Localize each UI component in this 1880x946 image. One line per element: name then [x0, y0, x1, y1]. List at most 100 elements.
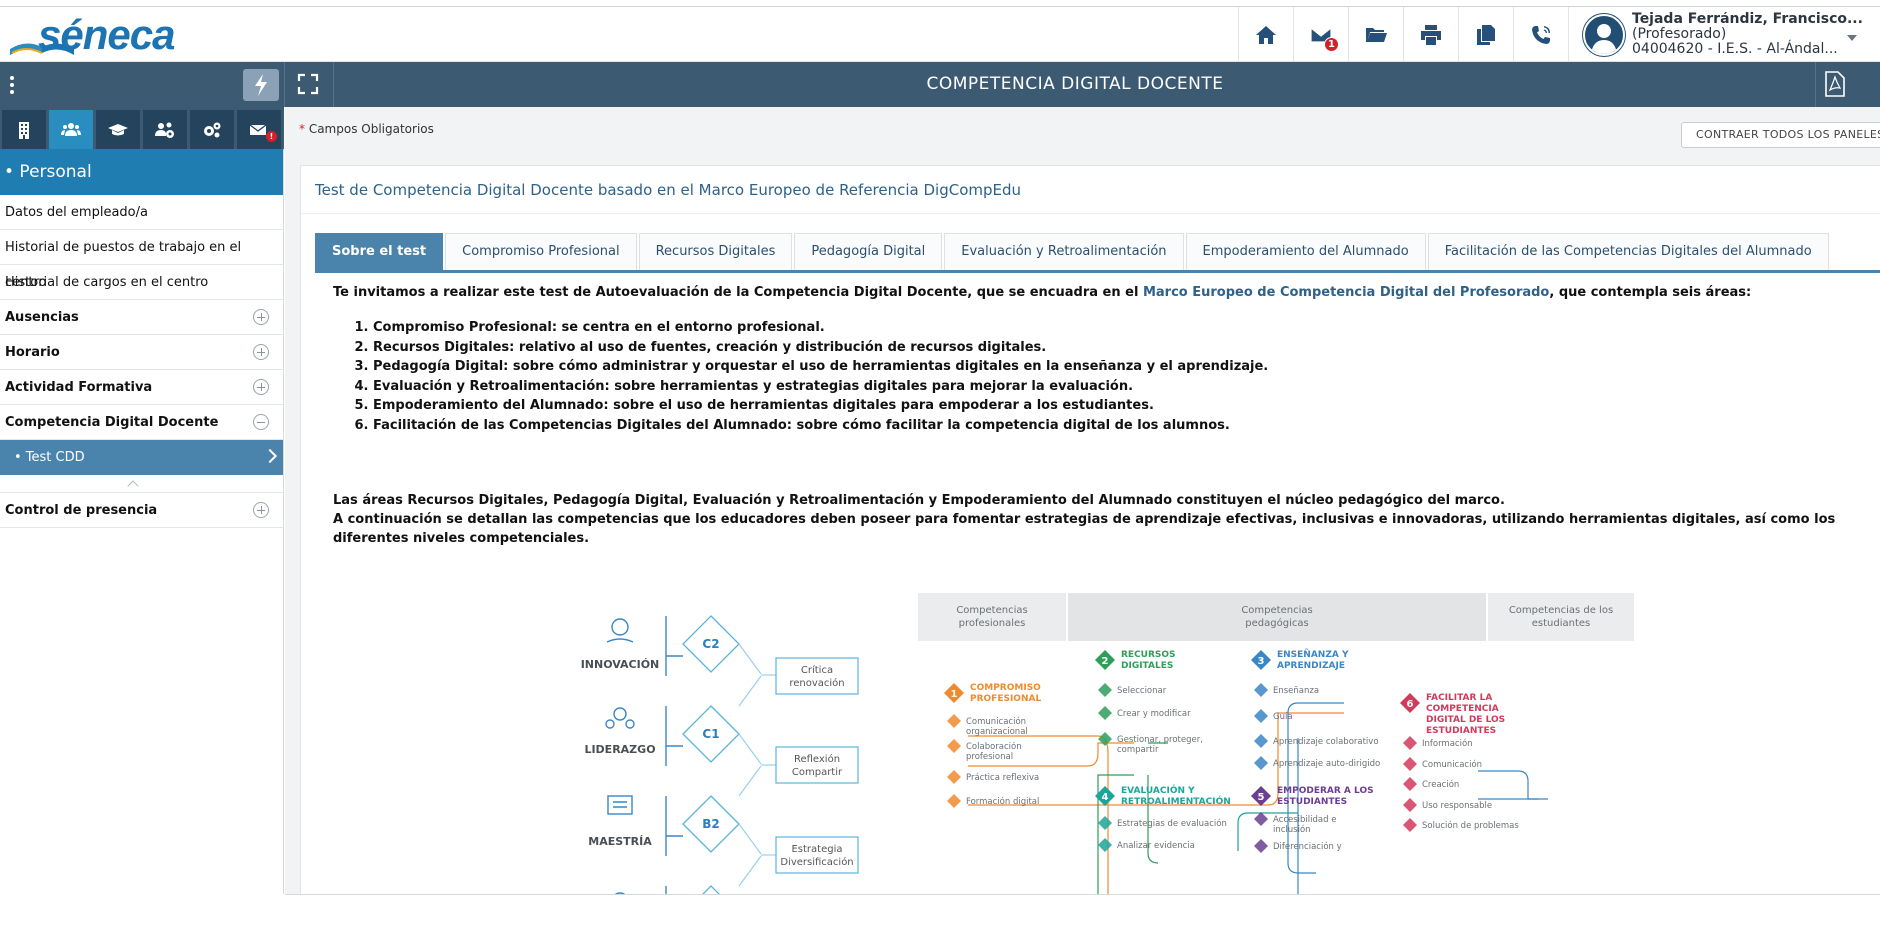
digcompedu-framework-figure: Competencias profesionales Competencias … — [918, 593, 1634, 894]
tab-students[interactable] — [96, 110, 140, 149]
level-label: LIDERAZGO — [584, 743, 655, 756]
user-icon — [1591, 24, 1617, 54]
level-box-text: Crítica — [801, 664, 833, 676]
tab-personal[interactable] — [49, 110, 93, 149]
area-number-diamond — [1400, 693, 1420, 713]
list-item: Facilitación de las Competencias Digital… — [373, 416, 1880, 436]
tab-center[interactable] — [2, 110, 46, 149]
home-button[interactable] — [1238, 7, 1293, 62]
building-icon — [19, 121, 29, 139]
phone-button[interactable] — [1513, 7, 1568, 62]
level-label: INNOVACIÓN — [581, 658, 660, 671]
collapse-minus-icon[interactable] — [253, 414, 269, 430]
core-areas-paragraph: Las áreas Recursos Digitales, Pedagogía … — [333, 493, 1505, 508]
expand-plus-icon[interactable] — [253, 309, 269, 325]
page-title: COMPETENCIA DIGITAL DOCENTE — [926, 74, 1224, 94]
collapse-group-toggle[interactable] — [0, 475, 283, 493]
competence-diamond — [1403, 757, 1417, 771]
required-fields-note: * Campos Obligatorios — [299, 122, 434, 136]
user-role: (Profesorado) — [1632, 26, 1727, 42]
area-number: 5 — [1258, 792, 1265, 803]
tab-pedagogia-digital[interactable]: Pedagogía Digital — [794, 233, 943, 271]
competence-label: Solución de problemas — [1422, 820, 1519, 831]
competence-label: Estrategias de evaluación — [1117, 818, 1227, 829]
tab-messages[interactable]: ! — [237, 110, 281, 149]
area-number-diamond — [1251, 650, 1271, 670]
sidebar-item-historial-puestos[interactable]: Historial de puestos de trabajo en el ce… — [0, 230, 283, 290]
user-menu[interactable]: Tejada Ferrándiz, Francisco... (Profesor… — [1568, 7, 1880, 62]
area-title: RECURSOS — [1121, 650, 1176, 660]
tab-users-settings[interactable] — [143, 110, 187, 149]
open-book-icon — [10, 43, 74, 55]
tab-empoderamiento[interactable]: Empoderamiento del Alumnado — [1185, 233, 1426, 271]
sidebar-item-historial-cargos[interactable]: Historial de cargos en el centro — [0, 265, 283, 300]
panel-title[interactable]: Test de Competencia Digital Docente basa… — [301, 166, 1880, 214]
tab-facilitacion[interactable]: Facilitación de las Competencias Digital… — [1427, 233, 1829, 271]
sidebar-section-personal[interactable]: • Personal — [0, 149, 283, 195]
chevron-right-icon — [262, 448, 278, 464]
top-header: séneca 1 — [0, 7, 1880, 62]
sidebar-item-label: • Test CDD — [14, 450, 85, 465]
tab-compromiso-profesional[interactable]: Compromiso Profesional — [445, 233, 637, 271]
expand-plus-icon[interactable] — [253, 379, 269, 395]
competence-diamond — [1098, 683, 1112, 697]
level-box-text: renovación — [789, 677, 844, 689]
header-label: pedagógicas — [1245, 617, 1308, 629]
folder-button[interactable] — [1348, 7, 1403, 62]
tab-evaluacion[interactable]: Evaluación y Retroalimentación — [944, 233, 1184, 271]
expand-plus-icon[interactable] — [253, 502, 269, 518]
mail-button[interactable]: 1 — [1293, 7, 1348, 62]
sidebar-group-competencia-digital[interactable]: Competencia Digital Docente — [0, 405, 283, 440]
leader-icon — [613, 707, 627, 721]
cogs-icon — [204, 122, 221, 137]
top-border — [0, 6, 1880, 7]
print-button[interactable] — [1403, 7, 1458, 62]
sidebar-item-datos-empleado[interactable]: Datos del empleado/a — [0, 195, 283, 230]
competence-diamond — [947, 770, 961, 784]
seneca-logo[interactable]: séneca — [8, 9, 178, 59]
framework-link[interactable]: Marco Europeo de Competencia Digital del… — [1142, 285, 1550, 300]
sidebar-group-ausencias[interactable]: Ausencias — [0, 300, 283, 335]
competence-diamond — [1254, 839, 1268, 853]
list-item: Recursos Digitales: relativo al uso de f… — [373, 338, 1880, 358]
competence-diamond — [1403, 798, 1417, 812]
tab-recursos-digitales[interactable]: Recursos Digitales — [638, 233, 793, 271]
competence-diamond — [1403, 777, 1417, 791]
expand-plus-icon[interactable] — [253, 344, 269, 360]
sidebar-group-control-presencia[interactable]: Control de presencia — [0, 493, 283, 528]
graduation-cap-icon — [108, 123, 128, 135]
kebab-menu-icon[interactable] — [8, 74, 16, 96]
area-title: DIGITALES — [1121, 661, 1173, 671]
sidebar-group-horario[interactable]: Horario — [0, 335, 283, 370]
area-number: 3 — [1258, 656, 1265, 667]
tab-settings[interactable] — [190, 110, 234, 149]
sidebar-group-actividad-formativa[interactable]: Actividad Formativa — [0, 370, 283, 405]
area-title: EMPODERAR A LOS — [1277, 786, 1374, 796]
header-cell — [1488, 593, 1634, 641]
quick-access-button[interactable] — [243, 69, 279, 101]
area-number: 6 — [1407, 699, 1414, 710]
sidebar-item-label: Competencia Digital Docente — [5, 415, 219, 430]
tab-sobre-el-test[interactable]: Sobre el test — [315, 233, 444, 271]
certificate-icon — [607, 795, 633, 815]
competence-diamond — [947, 714, 961, 728]
header-label: profesionales — [959, 618, 1026, 629]
pdf-icon[interactable] — [1825, 71, 1845, 97]
header-cell — [1068, 593, 1486, 641]
toolbar-icons: 1 — [1238, 7, 1568, 62]
list-item: Pedagogía Digital: sobre cómo administra… — [373, 357, 1880, 377]
sidebar-item-test-cdd[interactable]: • Test CDD — [0, 440, 283, 475]
area-title: ESTUDIANTES — [1426, 726, 1496, 736]
sidebar: • Personal Datos del empleado/a Historia… — [0, 149, 284, 894]
level-box-text: Compartir — [792, 767, 843, 778]
intro-text: Te invitamos a realizar este test de Aut… — [333, 285, 1143, 300]
competence-label: Colaboración — [966, 741, 1022, 752]
user-info: Tejada Ferrándiz, Francisco... (Profesor… — [1632, 12, 1862, 57]
collapse-all-panels-button[interactable]: CONTRAER TODOS LOS PANELES — [1681, 122, 1880, 148]
competence-label: Analizar evidencia — [1117, 841, 1195, 851]
print-icon — [1421, 24, 1441, 45]
copy-button[interactable] — [1458, 7, 1513, 62]
expand-icon[interactable] — [297, 73, 319, 95]
user-dropdown-caret-icon[interactable] — [1847, 35, 1857, 41]
